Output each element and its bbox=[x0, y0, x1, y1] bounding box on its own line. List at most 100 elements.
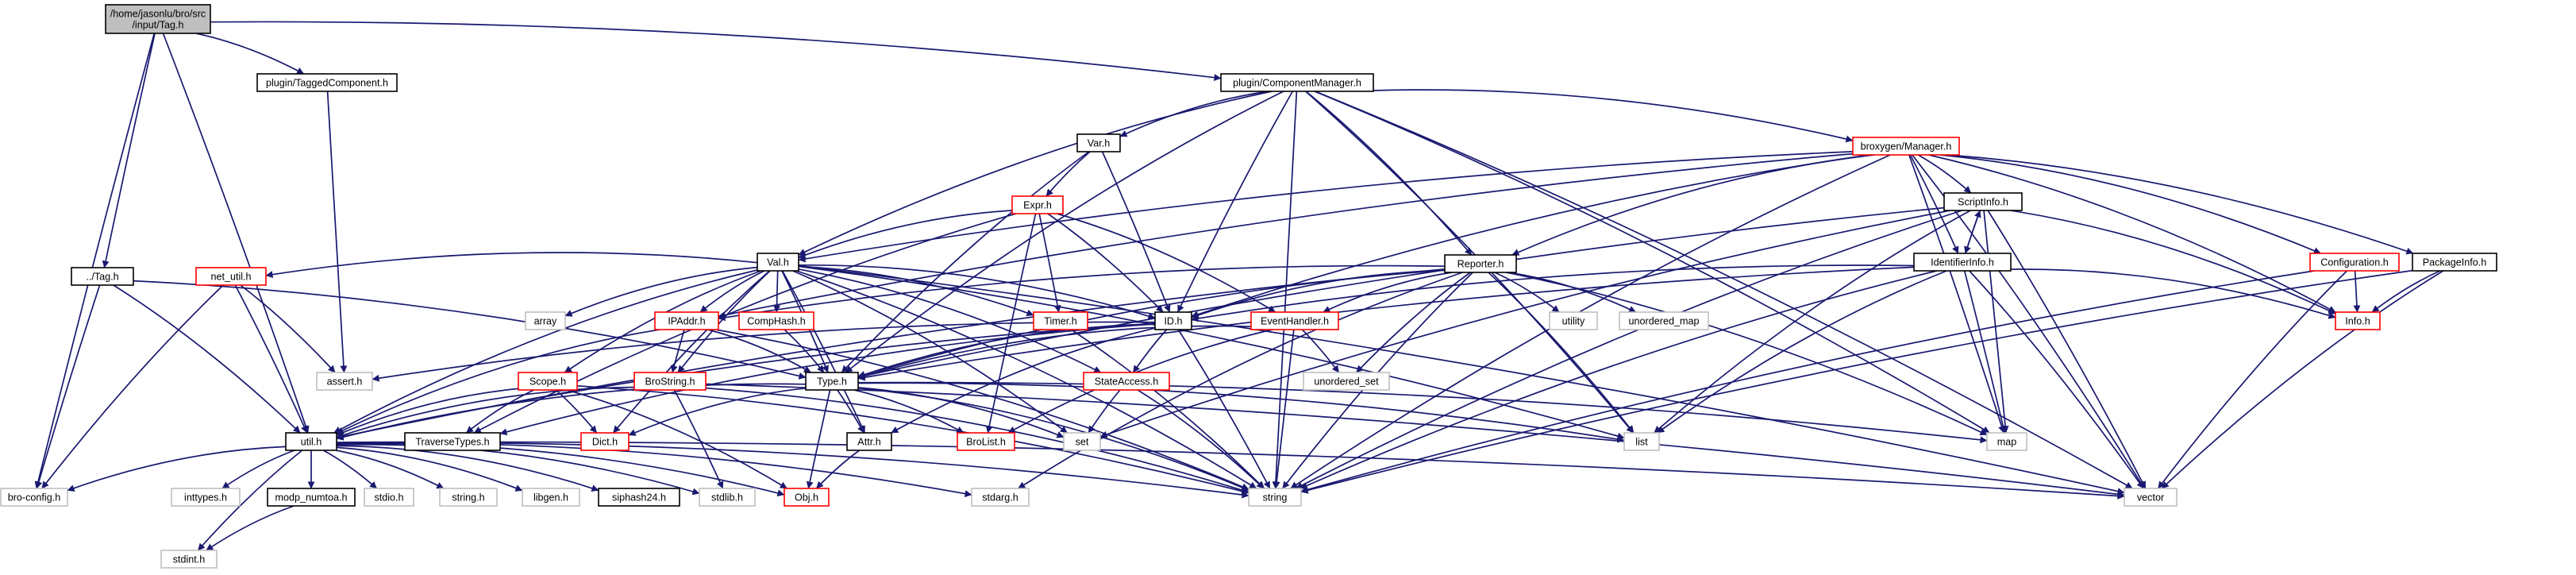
node-box[interactable] bbox=[2309, 253, 2400, 272]
node-box[interactable] bbox=[738, 311, 814, 330]
node-inttypes-h[interactable]: inttypes.h bbox=[171, 488, 241, 507]
node-box[interactable] bbox=[757, 253, 799, 272]
node-val-h[interactable]: Val.h bbox=[757, 253, 799, 272]
node-scope-h[interactable]: Scope.h bbox=[518, 372, 578, 391]
node-box[interactable] bbox=[71, 267, 134, 286]
node-box[interactable] bbox=[654, 311, 719, 330]
node-tag-full[interactable]: /home/jasonlu/bro/src/input/Tag.h bbox=[105, 4, 211, 34]
node-box[interactable] bbox=[160, 550, 218, 569]
node-var-h[interactable]: Var.h bbox=[1076, 133, 1121, 152]
node-dict-h[interactable]: Dict.h bbox=[580, 432, 630, 451]
node-traversetypes-h[interactable]: TraverseTypes.h bbox=[404, 432, 501, 451]
node-box[interactable] bbox=[316, 372, 373, 391]
node-comphash-h[interactable]: CompHash.h bbox=[738, 311, 814, 330]
node-attr-h[interactable]: Attr.h bbox=[846, 432, 892, 451]
node-vector[interactable]: vector bbox=[2124, 488, 2177, 507]
node-set[interactable]: set bbox=[1063, 432, 1101, 451]
node-obj-h[interactable]: Obj.h bbox=[784, 488, 830, 507]
node-dotdot-tag[interactable]: ../Tag.h bbox=[71, 267, 134, 286]
node-identifierinfo-h[interactable]: IdentifierInfo.h bbox=[1913, 253, 2012, 272]
node-box[interactable] bbox=[2124, 488, 2177, 507]
node-broxygen-mgr[interactable]: broxygen/Manager.h bbox=[1852, 137, 1960, 156]
node-box[interactable] bbox=[1549, 311, 1598, 330]
node-box[interactable] bbox=[1076, 133, 1121, 152]
node-box[interactable] bbox=[0, 488, 68, 507]
node-assert-h[interactable]: assert.h bbox=[316, 372, 373, 391]
node-brostring-h[interactable]: BroString.h bbox=[633, 372, 707, 391]
node-modp-numtoa-h[interactable]: modp_numtoa.h bbox=[267, 488, 356, 507]
node-id-h[interactable]: ID.h bbox=[1154, 311, 1192, 330]
node-stdint-h[interactable]: stdint.h bbox=[160, 550, 218, 569]
node-box[interactable] bbox=[846, 432, 892, 451]
node-box[interactable] bbox=[522, 488, 580, 507]
node-configuration-h[interactable]: Configuration.h bbox=[2309, 253, 2400, 272]
node-tagged-comp[interactable]: plugin/TaggedComponent.h bbox=[256, 73, 398, 92]
node-box[interactable] bbox=[971, 488, 1030, 507]
node-eventhandler-h[interactable]: EventHandler.h bbox=[1250, 311, 1339, 330]
node-box[interactable] bbox=[2335, 311, 2381, 330]
node-ipaddr-h[interactable]: IPAddr.h bbox=[654, 311, 719, 330]
node-box[interactable] bbox=[1444, 254, 1517, 273]
node-box[interactable] bbox=[256, 73, 398, 92]
node-box[interactable] bbox=[699, 488, 756, 507]
node-box[interactable] bbox=[1943, 192, 2023, 211]
node-packageinfo-h[interactable]: PackageInfo.h bbox=[2412, 253, 2497, 272]
node-bro-config-h[interactable]: bro-config.h bbox=[0, 488, 68, 507]
node-box[interactable] bbox=[598, 488, 680, 507]
node-string-h[interactable]: string.h bbox=[439, 488, 498, 507]
node-utility[interactable]: utility bbox=[1549, 311, 1598, 330]
node-box[interactable] bbox=[784, 488, 830, 507]
node-stdarg-h[interactable]: stdarg.h bbox=[971, 488, 1030, 507]
node-box[interactable] bbox=[267, 488, 356, 507]
node-box[interactable] bbox=[518, 372, 578, 391]
node-reporter-h[interactable]: Reporter.h bbox=[1444, 254, 1517, 273]
node-box[interactable] bbox=[1986, 432, 2027, 451]
node-type-h[interactable]: Type.h bbox=[805, 372, 859, 391]
node-box[interactable] bbox=[364, 488, 414, 507]
node-util-h[interactable]: util.h bbox=[285, 432, 337, 451]
node-net-util-h[interactable]: net_util.h bbox=[195, 267, 267, 286]
node-stateaccess-h[interactable]: StateAccess.h bbox=[1083, 372, 1170, 391]
node-box[interactable] bbox=[1011, 195, 1064, 214]
node-map[interactable]: map bbox=[1986, 432, 2027, 451]
node-array[interactable]: array bbox=[525, 311, 566, 330]
node-box[interactable] bbox=[1154, 311, 1192, 330]
node-timer-h[interactable]: Timer.h bbox=[1033, 311, 1088, 330]
node-stdio-h[interactable]: stdio.h bbox=[364, 488, 414, 507]
node-box[interactable] bbox=[805, 372, 859, 391]
node-box[interactable] bbox=[1220, 73, 1374, 92]
node-expr-h[interactable]: Expr.h bbox=[1011, 195, 1064, 214]
node-info-h[interactable]: Info.h bbox=[2335, 311, 2381, 330]
node-box[interactable] bbox=[1248, 488, 1302, 507]
node-unordered-set[interactable]: unordered_set bbox=[1303, 372, 1390, 391]
node-box[interactable] bbox=[439, 488, 498, 507]
node-box[interactable] bbox=[1623, 432, 1660, 451]
node-box[interactable] bbox=[1852, 137, 1960, 156]
node-box[interactable] bbox=[525, 311, 566, 330]
node-box[interactable] bbox=[1033, 311, 1088, 330]
node-box[interactable] bbox=[633, 372, 707, 391]
node-box[interactable] bbox=[957, 432, 1015, 451]
node-box[interactable] bbox=[1250, 311, 1339, 330]
node-box[interactable] bbox=[1913, 253, 2012, 272]
node-libgen-h[interactable]: libgen.h bbox=[522, 488, 580, 507]
node-scriptinfo-h[interactable]: ScriptInfo.h bbox=[1943, 192, 2023, 211]
node-box[interactable] bbox=[285, 432, 337, 451]
node-list[interactable]: list bbox=[1623, 432, 1660, 451]
node-comp-mgr[interactable]: plugin/ComponentManager.h bbox=[1220, 73, 1374, 92]
node-box[interactable] bbox=[1083, 372, 1170, 391]
node-string[interactable]: string bbox=[1248, 488, 1302, 507]
node-box[interactable] bbox=[1063, 432, 1101, 451]
node-box[interactable] bbox=[2412, 253, 2497, 272]
node-box[interactable] bbox=[1303, 372, 1390, 391]
node-box[interactable] bbox=[195, 267, 267, 286]
node-siphash24-h[interactable]: siphash24.h bbox=[598, 488, 680, 507]
node-unordered-map[interactable]: unordered_map bbox=[1619, 311, 1709, 330]
node-box[interactable] bbox=[404, 432, 501, 451]
node-brolist-h[interactable]: BroList.h bbox=[957, 432, 1015, 451]
node-box[interactable] bbox=[1619, 311, 1709, 330]
node-stdlib-h[interactable]: stdlib.h bbox=[699, 488, 756, 507]
node-box[interactable] bbox=[105, 4, 211, 34]
node-box[interactable] bbox=[580, 432, 630, 451]
node-box[interactable] bbox=[171, 488, 241, 507]
